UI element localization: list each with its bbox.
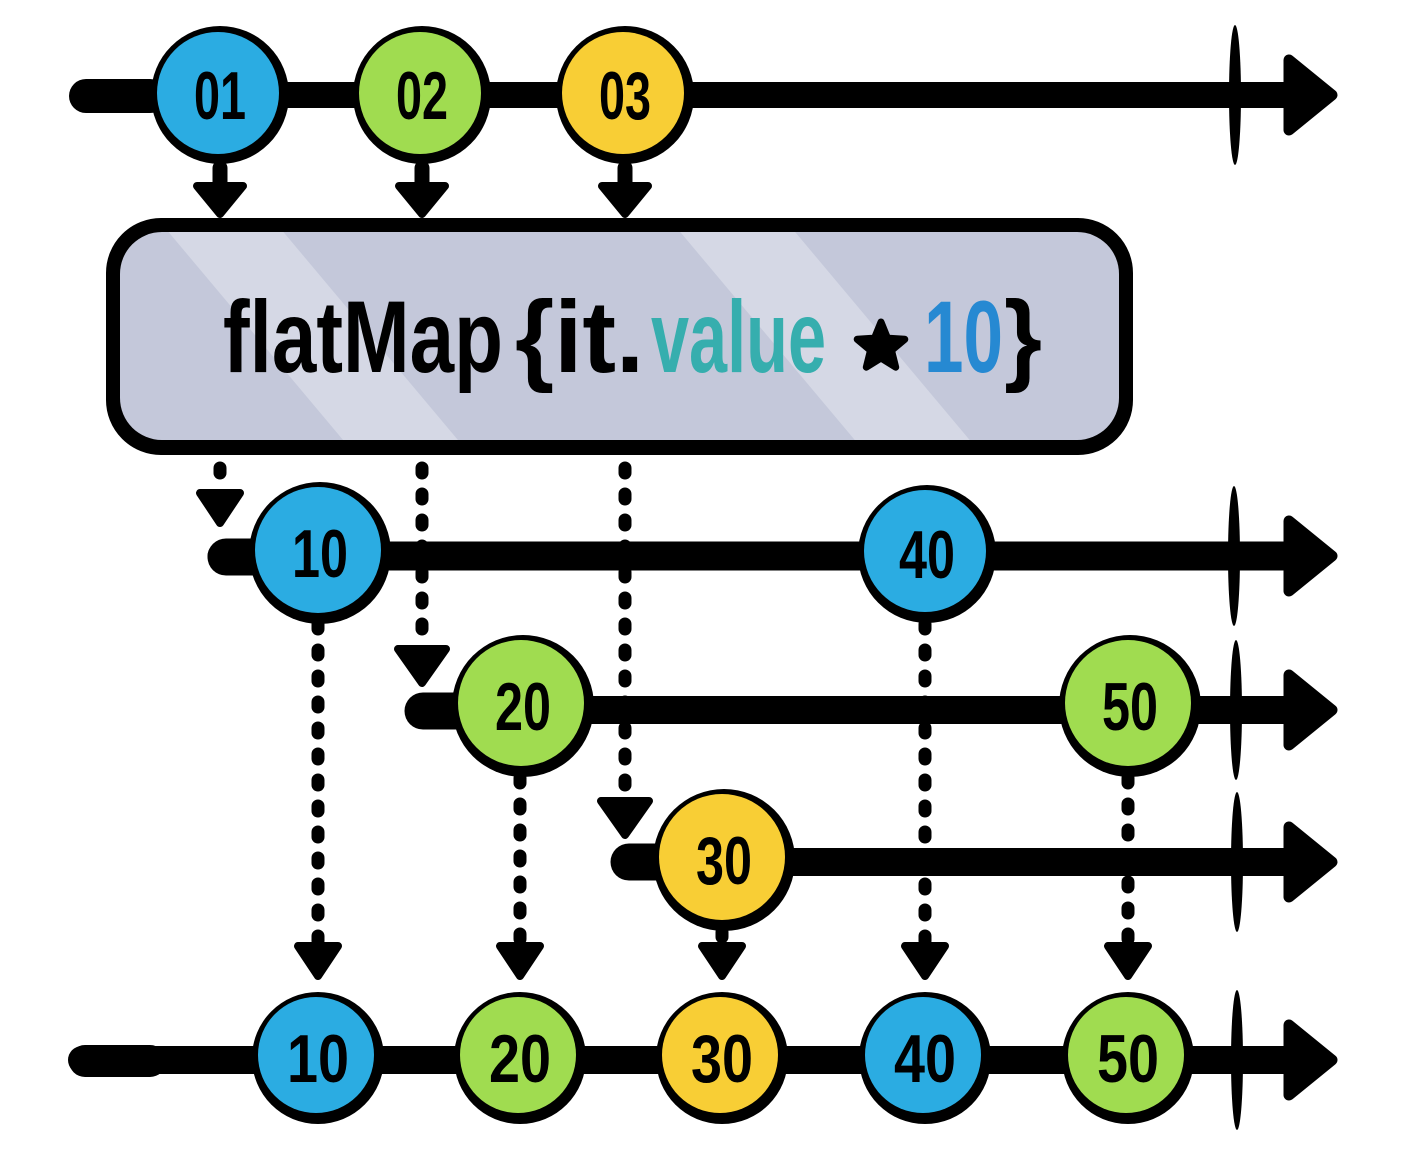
svg-text:30: 30 xyxy=(696,823,752,899)
svg-text:{it.: {it. xyxy=(515,280,644,394)
svg-text:01: 01 xyxy=(194,58,246,134)
svg-text:40: 40 xyxy=(894,1021,956,1097)
svg-text:50: 50 xyxy=(1102,669,1158,745)
svg-text:50: 50 xyxy=(1097,1021,1159,1097)
svg-text:value: value xyxy=(651,280,826,394)
svg-text:02: 02 xyxy=(396,58,448,134)
svg-text:10: 10 xyxy=(287,1021,349,1097)
svg-text:20: 20 xyxy=(495,669,551,745)
svg-text:}: } xyxy=(1004,280,1042,394)
svg-text:20: 20 xyxy=(489,1021,551,1097)
svg-text:30: 30 xyxy=(691,1021,753,1097)
svg-text:flatMap: flatMap xyxy=(223,280,503,394)
svg-text:10: 10 xyxy=(292,516,348,592)
svg-text:10: 10 xyxy=(924,280,1003,394)
svg-text:03: 03 xyxy=(599,58,651,134)
svg-text:40: 40 xyxy=(899,517,955,593)
